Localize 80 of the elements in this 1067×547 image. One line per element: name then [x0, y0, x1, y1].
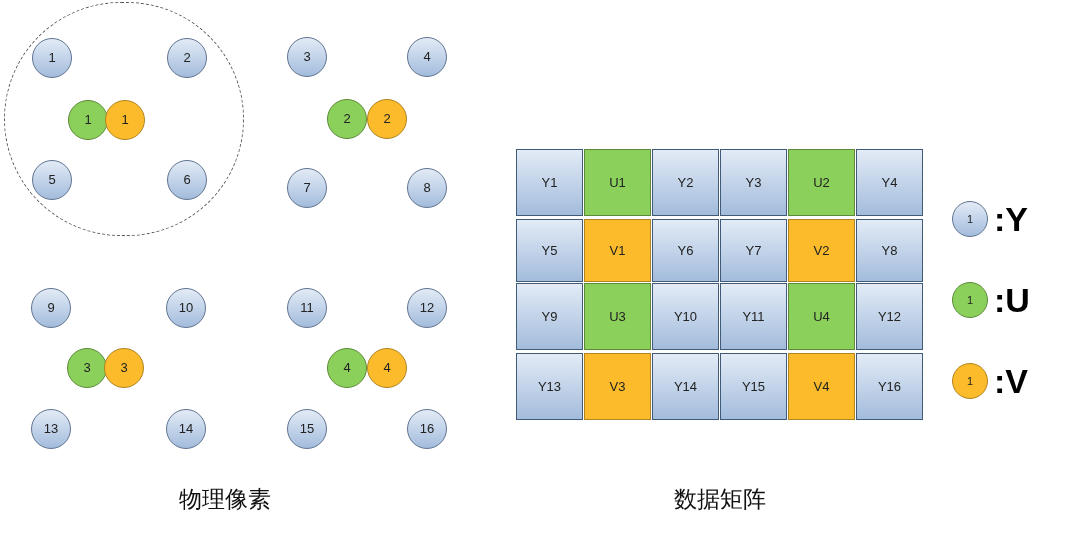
matrix-cell [516, 219, 583, 282]
matrix-cell [788, 219, 855, 282]
pixel-number: 8 [423, 179, 431, 198]
cell-label: Y4 [881, 173, 898, 192]
cell-label: V1 [609, 241, 626, 260]
pixel-number: 10 [178, 299, 194, 318]
pixel-number: 1 [966, 211, 974, 227]
cell-label: U4 [813, 307, 830, 326]
component-label: :Y [994, 199, 1028, 239]
cell-label: V4 [813, 377, 830, 396]
pixel-number: 2 [183, 49, 191, 68]
pixel-number: 7 [303, 179, 311, 198]
cell-label: U2 [813, 173, 830, 192]
matrix-cell [720, 353, 787, 420]
pixel-number: 14 [178, 420, 194, 439]
cell-label: V2 [813, 241, 830, 260]
cell-label: Y8 [881, 241, 898, 260]
pixel-number: 9 [47, 299, 55, 318]
pixel-number: 12 [419, 299, 435, 318]
pixel-number: 1 [48, 49, 56, 68]
component-label: :V [994, 361, 1028, 401]
pixel-number: 4 [343, 359, 351, 378]
pixel-number: 1 [966, 373, 974, 389]
matrix-cell [720, 219, 787, 282]
cell-label: Y13 [537, 377, 562, 396]
cell-label: Y6 [677, 241, 694, 260]
matrix-cell [652, 353, 719, 420]
pixel-number: 2 [383, 110, 391, 129]
cell-label: Y12 [877, 307, 902, 326]
cell-label: Y14 [673, 377, 698, 396]
matrix-cell [584, 353, 651, 420]
cell-label: Y10 [673, 307, 698, 326]
pixel-number: 1 [121, 111, 129, 130]
cell-label: U3 [609, 307, 626, 326]
cell-label: Y5 [541, 241, 558, 260]
pixel-number: 15 [299, 420, 315, 439]
matrix-cell [720, 283, 787, 350]
cell-label: Y16 [877, 377, 902, 396]
pixel-number: 4 [423, 48, 431, 67]
cell-label: U1 [609, 173, 626, 192]
pixel-number: 1 [84, 111, 92, 130]
matrix-cell [788, 283, 855, 350]
pixel-number: 3 [303, 48, 311, 67]
pixel-number: 11 [300, 299, 314, 318]
cell-label: Y2 [677, 173, 694, 192]
pixel-number: 6 [183, 171, 191, 190]
cell-label: Y11 [742, 307, 765, 326]
caption: 物理像素 [179, 485, 271, 514]
matrix-cell [516, 283, 583, 350]
matrix-cell [516, 149, 583, 216]
matrix-cell [652, 149, 719, 216]
matrix-cell [788, 353, 855, 420]
cell-label: Y3 [745, 173, 762, 192]
pixel-number: 5 [48, 171, 56, 190]
cell-label: Y7 [745, 241, 762, 260]
matrix-cell [856, 149, 923, 216]
pixel-number: 3 [83, 359, 91, 378]
pixel-number: 3 [120, 359, 128, 378]
matrix-cell [652, 283, 719, 350]
cell-label: Y9 [541, 307, 558, 326]
matrix-cell [856, 353, 923, 420]
matrix-cell [856, 219, 923, 282]
cell-label: V3 [609, 377, 626, 396]
matrix-cell [720, 149, 787, 216]
pixel-number: 1 [966, 292, 974, 308]
pixel-number: 13 [43, 420, 59, 439]
cell-label: Y15 [741, 377, 766, 396]
matrix-cell [856, 283, 923, 350]
pixel-number: 2 [343, 110, 351, 129]
cell-label: Y1 [541, 173, 558, 192]
matrix-cell [788, 149, 855, 216]
matrix-cell [584, 149, 651, 216]
pixel-number: 16 [419, 420, 435, 439]
matrix-cell [652, 219, 719, 282]
component-label: :U [994, 280, 1030, 320]
matrix-cell [584, 283, 651, 350]
caption: 数据矩阵 [674, 485, 766, 514]
pixel-number: 4 [383, 359, 391, 378]
matrix-cell [584, 219, 651, 282]
matrix-cell [516, 353, 583, 420]
